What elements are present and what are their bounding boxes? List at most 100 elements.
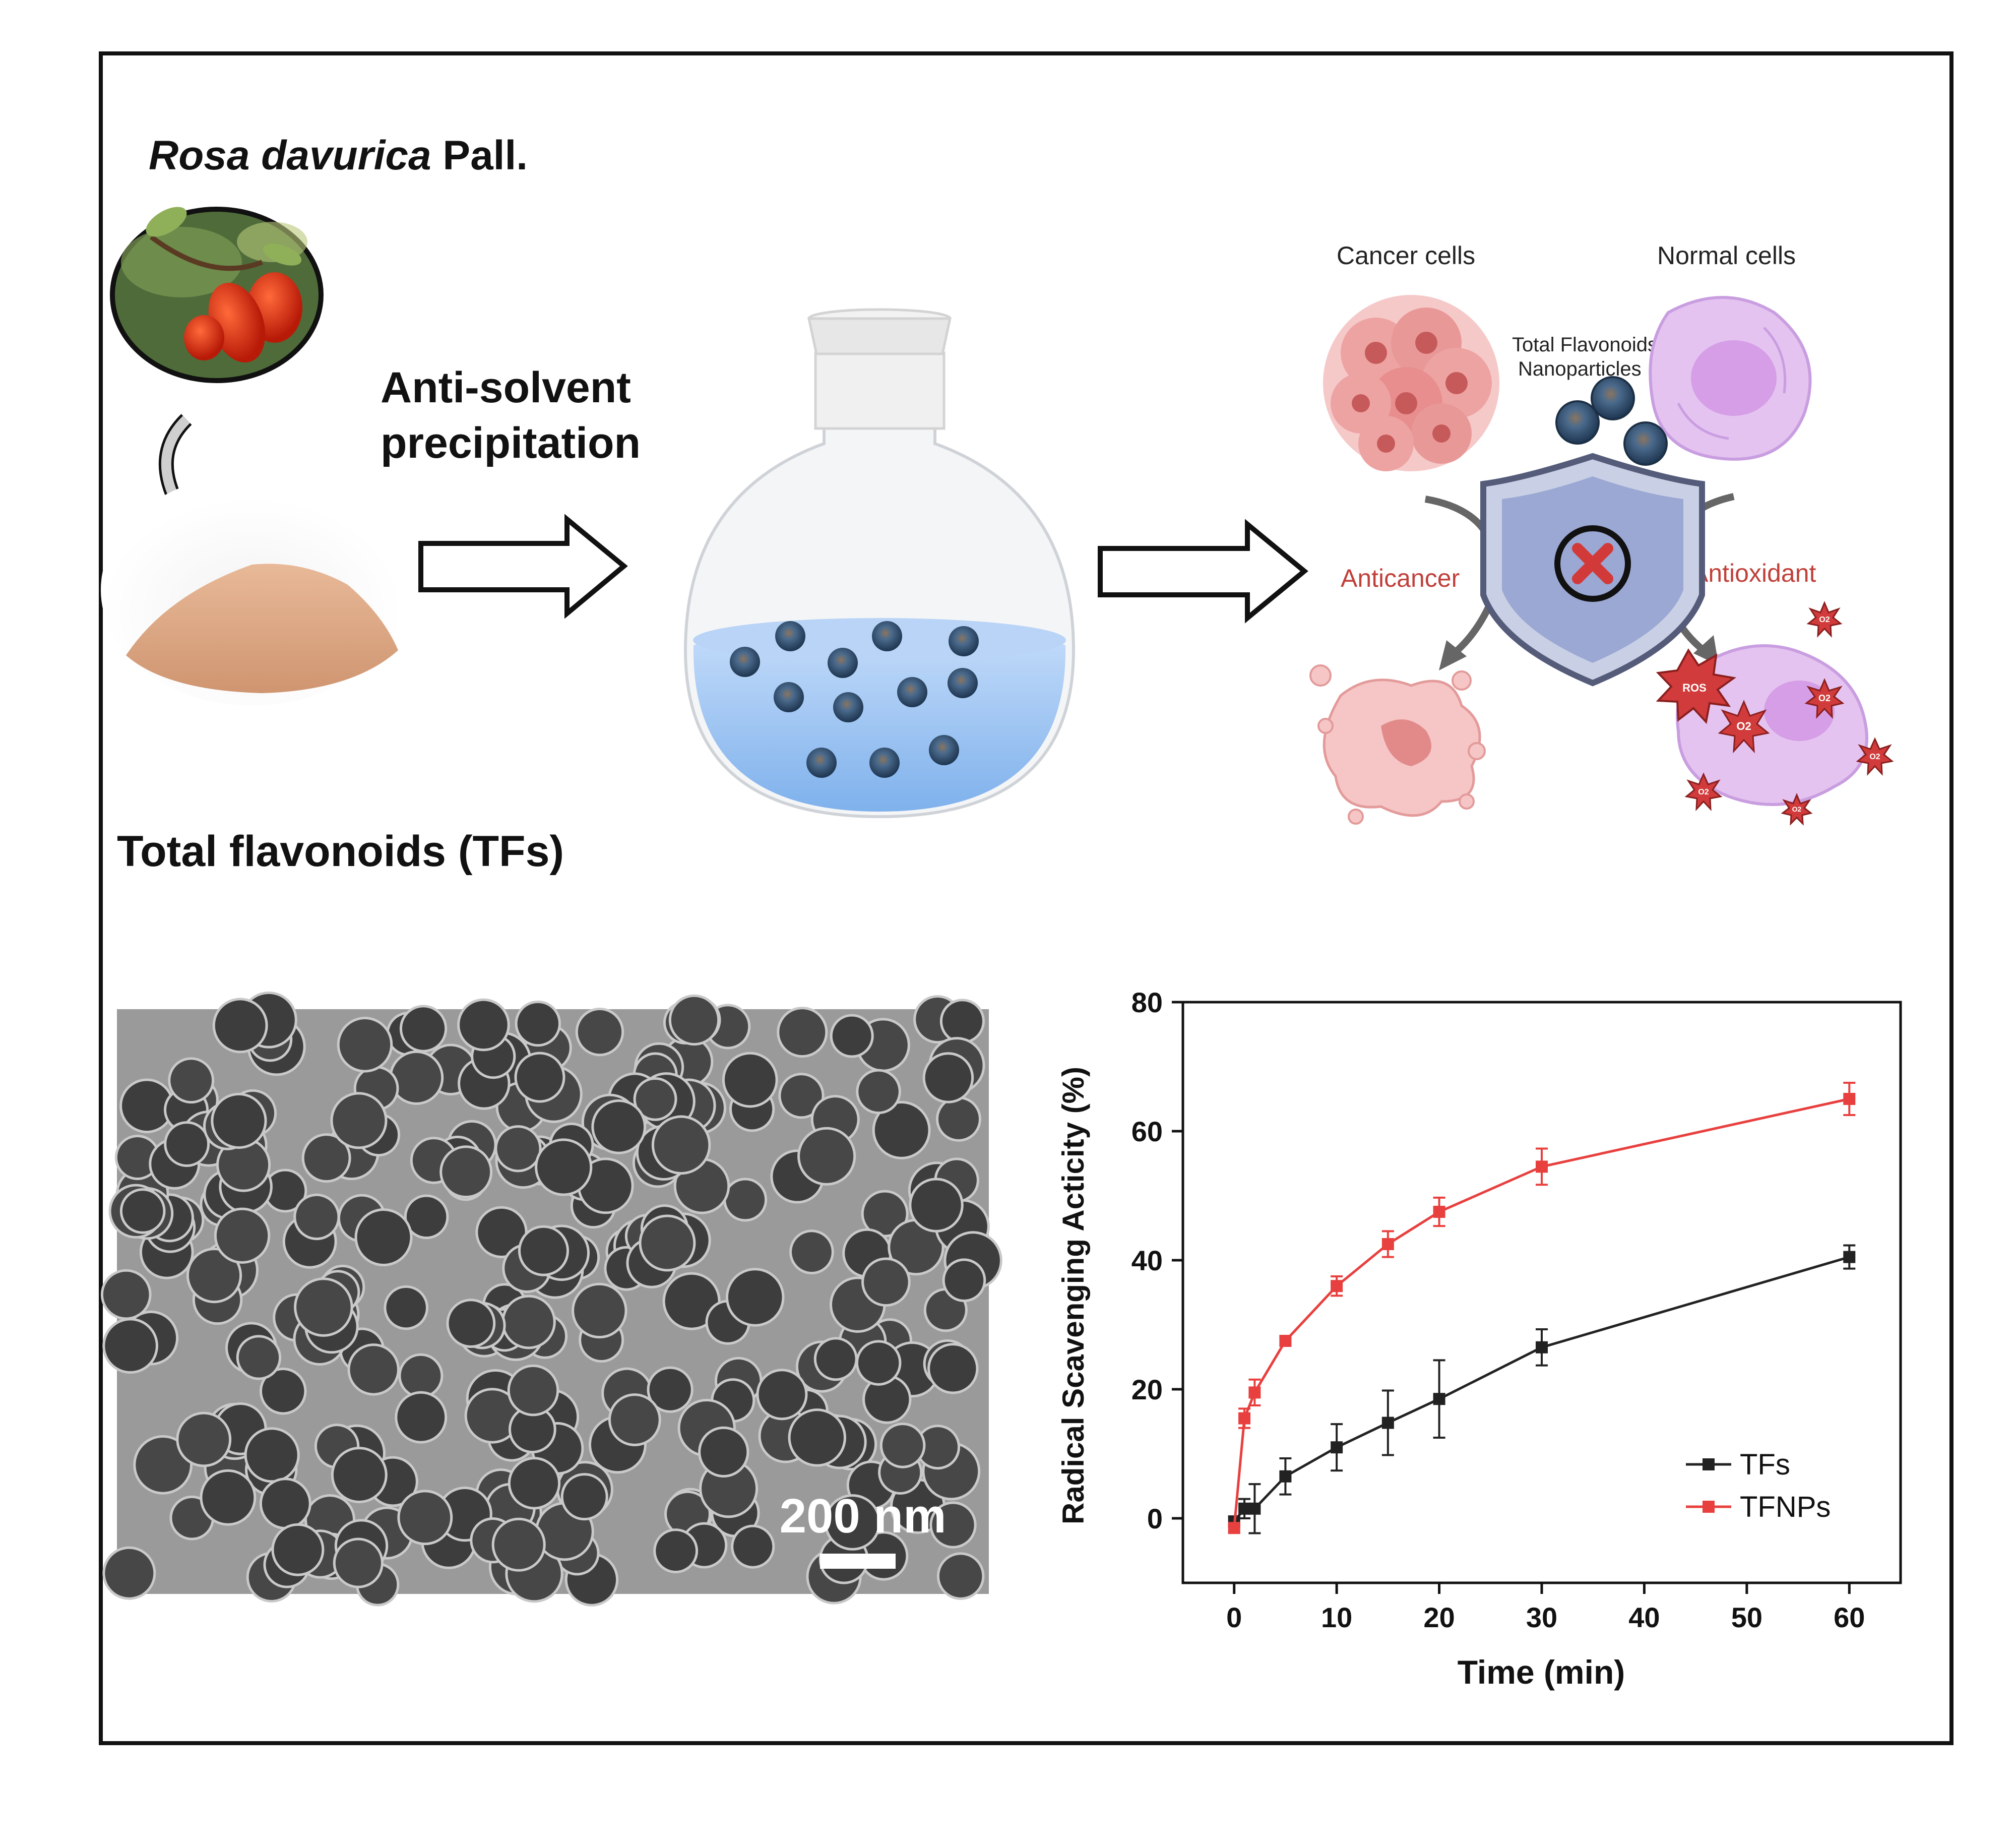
tem-particle: [105, 1549, 154, 1597]
tem-particle: [262, 1480, 309, 1527]
y-tick-label: 0: [1147, 1503, 1163, 1534]
normal-cells-label: Normal cells: [1657, 241, 1796, 270]
tem-particle: [816, 1339, 855, 1379]
x-tick-label: 10: [1321, 1601, 1352, 1633]
x-tick-label: 40: [1628, 1601, 1660, 1633]
o2-badge: O2: [1869, 753, 1880, 761]
tem-particle: [930, 1345, 976, 1392]
tem-particle: [944, 1261, 984, 1300]
tem-particle: [636, 1079, 675, 1119]
antioxidant-label: Antioxidant: [1691, 559, 1816, 587]
tem-particle: [911, 1180, 961, 1230]
tem-particle: [497, 1128, 539, 1170]
tem-particle: [827, 1497, 878, 1548]
tem-particle: [649, 1369, 691, 1410]
tem-particle: [357, 1211, 410, 1264]
tem-particle: [942, 1001, 982, 1041]
tem-particle: [467, 1390, 518, 1441]
tem-particle: [759, 1371, 805, 1418]
o2-badge: O2: [1698, 788, 1709, 796]
tem-particle: [858, 1342, 899, 1383]
legend-marker: [1703, 1458, 1715, 1470]
chart-x-label: Time (min): [1458, 1653, 1625, 1691]
tem-particle: [932, 1504, 974, 1546]
tem-particle: [202, 1471, 254, 1523]
tem-particle: [238, 1337, 279, 1378]
nanoparticles-label-line1: Total Flavonoids: [1512, 334, 1658, 356]
cancer-cells-label: Cancer cells: [1337, 241, 1476, 270]
tem-particle: [792, 1232, 832, 1272]
tem-particle: [574, 1285, 625, 1336]
data-point: [1238, 1412, 1251, 1425]
legend-marker: [1703, 1501, 1715, 1513]
tem-particle: [858, 1071, 899, 1112]
tem-particle: [172, 1498, 212, 1538]
tem-particle: [122, 1191, 163, 1231]
tem-micrograph: 200 nm: [100, 991, 1002, 1607]
tem-scale-label: 200 nm: [780, 1489, 947, 1543]
y-tick-label: 80: [1131, 987, 1163, 1018]
tem-particle: [517, 1003, 559, 1044]
tem-particle: [449, 1301, 493, 1346]
tem-particle: [339, 1019, 391, 1070]
tem-particle: [594, 1101, 644, 1152]
tem-particle: [925, 1055, 972, 1101]
tem-particle: [781, 1075, 822, 1117]
data-point: [1228, 1522, 1240, 1534]
data-point: [1331, 1280, 1343, 1292]
tem-particle: [671, 997, 718, 1043]
chart-y-label: Radical Scavenging Acticity (%): [1056, 1067, 1090, 1524]
tem-particle: [350, 1346, 397, 1393]
tem-particle: [939, 1555, 982, 1597]
tem-particle: [274, 1525, 322, 1574]
tem-particle: [397, 1393, 445, 1441]
tem-particle: [216, 1210, 268, 1261]
tem-particle: [213, 1095, 265, 1147]
tem-particle: [333, 1449, 385, 1501]
tem-particle: [402, 1007, 445, 1050]
data-point: [1433, 1393, 1445, 1405]
tem-particle: [304, 1136, 349, 1181]
cancer-cells-illustration: [1323, 295, 1499, 471]
tem-scale-bar: [820, 1554, 896, 1569]
normal-cell-illustration: [1649, 296, 1812, 461]
tem-particle: [641, 1217, 694, 1269]
anticancer-label: Anticancer: [1341, 564, 1460, 592]
tem-particle: [105, 1320, 156, 1372]
tem-particle: [460, 1001, 508, 1049]
data-point: [1279, 1335, 1292, 1347]
nanoparticles-label-line2: Nanoparticles: [1518, 358, 1642, 380]
data-point: [1331, 1441, 1343, 1454]
o2-badge: O2: [1819, 615, 1830, 624]
tem-particle: [724, 1054, 776, 1105]
rose-hip-photo: [110, 207, 324, 383]
tem-particle: [779, 1009, 826, 1056]
tem-particle: [117, 1137, 158, 1178]
tem-particle: [136, 1437, 191, 1492]
tem-particle: [938, 1098, 979, 1139]
y-tick-label: 60: [1131, 1116, 1163, 1147]
ros-badge: ROS: [1682, 682, 1707, 694]
tem-particle: [882, 1425, 923, 1466]
tem-particle: [790, 1411, 844, 1464]
tem-particle: [863, 1192, 906, 1235]
tem-particle: [401, 1356, 441, 1396]
powder-label: Total flavonoids (TFs): [117, 827, 564, 876]
tem-particle: [517, 1054, 563, 1100]
tem-particles: [100, 991, 1002, 1607]
tem-particle: [918, 1427, 958, 1467]
tem-particle: [890, 1221, 942, 1273]
tem-particle: [386, 1287, 426, 1328]
tem-particle: [865, 1377, 909, 1422]
tem-particle: [511, 1408, 554, 1451]
tem-particle: [103, 1271, 149, 1318]
tem-particle: [537, 1141, 590, 1194]
data-point: [1536, 1160, 1548, 1173]
data-point: [1381, 1238, 1394, 1250]
tem-particle: [400, 1492, 451, 1543]
process-arrow-2: [1098, 519, 1308, 624]
data-point: [1381, 1416, 1394, 1429]
tem-particle: [832, 1016, 871, 1056]
data-point: [1433, 1206, 1445, 1218]
